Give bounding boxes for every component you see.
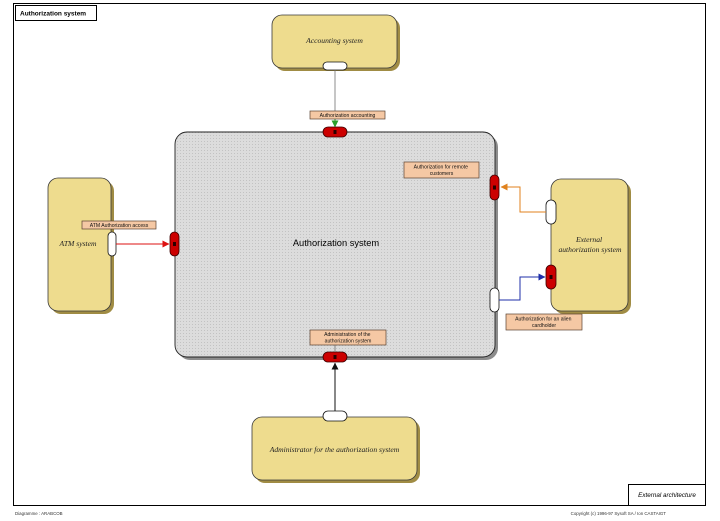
flow-admin-label-line-1: Administration of the xyxy=(324,332,371,338)
flow-admin-label: Administration of the authorization syst… xyxy=(324,332,372,345)
external-system-label-line-2: authorization system xyxy=(558,245,622,254)
flow-remote-label-box xyxy=(403,161,480,179)
authorization-system-label: Authorization system xyxy=(293,238,380,248)
accounting-system-node: Accounting system xyxy=(271,14,400,71)
flow-alien-arrow xyxy=(499,273,546,301)
diagram-frame xyxy=(13,3,706,506)
title-tab-text: Authorization system xyxy=(20,11,86,18)
atm-system-node: ATM system xyxy=(47,177,117,314)
atm-port xyxy=(107,231,117,257)
external-port-out xyxy=(545,199,557,225)
external-system-box xyxy=(550,178,629,312)
footer-copyright: Copyright (c) 1996-97 Sysoft SA / Ion CA… xyxy=(571,511,667,516)
external-system-label: External authorization system xyxy=(558,235,622,254)
external-authorization-system-node: External authorization system xyxy=(545,178,631,314)
flow-atm-label-box xyxy=(81,220,157,230)
flow-alien-label-line-1: Authorization for an alien xyxy=(515,317,572,323)
flow-admin-label-line-2: authorization system xyxy=(325,339,372,345)
port-left-marker xyxy=(173,242,176,246)
external-port-in-marker xyxy=(549,275,553,279)
flow-remote-label-line-1: Authorization for remote xyxy=(414,165,469,171)
flow-alien-label-box xyxy=(505,313,583,331)
administrator-node: Administrator for the authorization syst… xyxy=(251,410,420,483)
flow-admin-label-box xyxy=(309,329,387,346)
port-right-top-marker xyxy=(493,185,496,190)
title-tab xyxy=(15,5,97,21)
flow-accounting-label-line: Authorization accounting xyxy=(320,113,376,119)
administrator-label: Administrator for the authorization syst… xyxy=(269,445,400,454)
port-bottom-marker xyxy=(333,355,337,359)
flow-alien-label: Authorization for an alien cardholder xyxy=(515,317,573,330)
corner-label: External architecture xyxy=(638,492,696,499)
port-right-bottom-white xyxy=(489,287,500,313)
accounting-port xyxy=(322,61,348,71)
footer-diagram-id: Diagramme : ARABCOB xyxy=(15,511,63,516)
flow-accounting-label: Authorization accounting xyxy=(320,113,376,119)
flow-alien-label-line-2: cardholder xyxy=(532,323,556,329)
port-top-marker xyxy=(333,130,337,134)
flow-remote-arrow xyxy=(500,183,546,213)
corner-label-box xyxy=(628,484,706,506)
authorization-system-node: Authorization system xyxy=(174,131,498,360)
flow-remote-label: Authorization for remote customers xyxy=(414,165,470,178)
flow-atm-label-line: ATM Authorization access xyxy=(90,223,149,229)
external-system-label-line-1: External xyxy=(575,235,602,244)
flow-remote-label-line-2: customers xyxy=(430,171,454,177)
accounting-system-label: Accounting system xyxy=(305,36,363,45)
flow-atm-label: ATM Authorization access xyxy=(90,223,149,229)
flow-accounting-label-box xyxy=(309,110,386,120)
atm-system-label: ATM system xyxy=(58,239,97,248)
administrator-port xyxy=(322,410,348,422)
